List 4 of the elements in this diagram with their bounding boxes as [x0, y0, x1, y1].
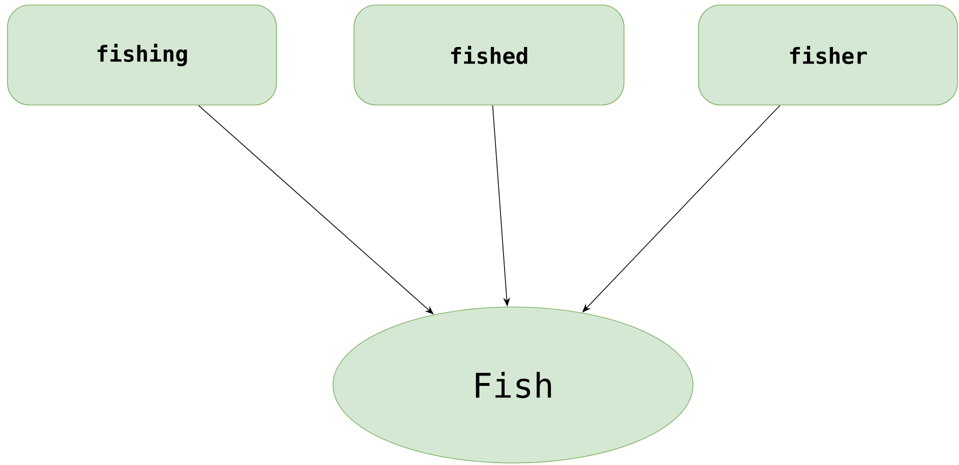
rounded-box: fishing	[7, 4, 277, 106]
rounded-box: fished	[354, 4, 624, 106]
rounded-box: fisher	[698, 4, 958, 106]
ellipse-node: Fish	[332, 306, 694, 464]
